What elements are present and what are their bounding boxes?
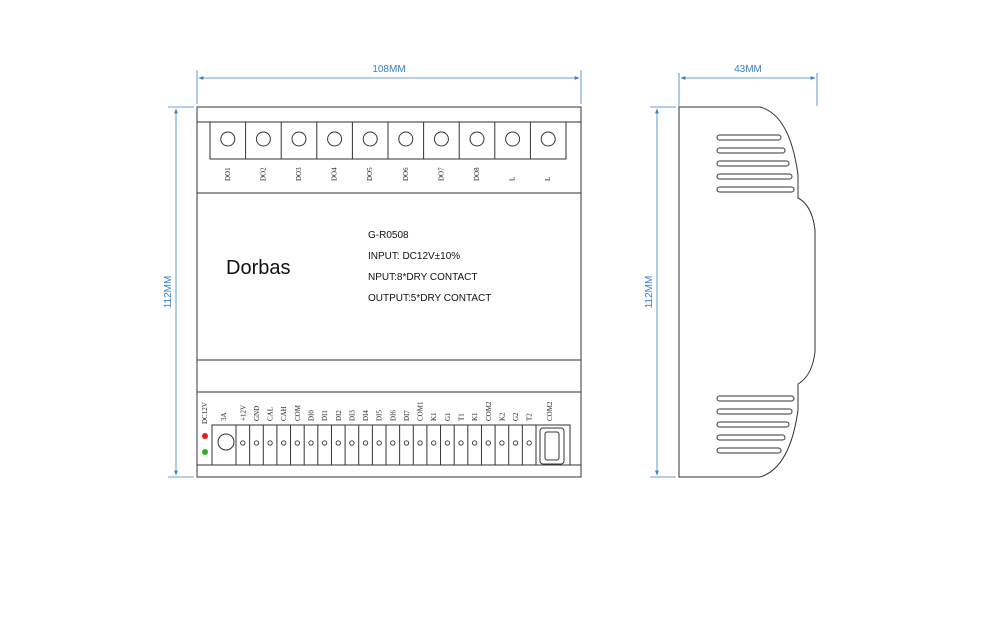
bottom-terminal-label: DI5 [376, 410, 384, 421]
bottom-terminal-label: DI7 [403, 410, 411, 421]
terminal-hole-icon [444, 440, 451, 446]
terminal-hole-icon [471, 440, 478, 446]
front-outline [196, 106, 582, 478]
bottom-terminal-label: K2 [498, 412, 506, 421]
bottom-terminal-label: CAH [280, 406, 288, 421]
lower-vent-fins [716, 395, 795, 454]
height-dimension: 112MM [163, 106, 194, 478]
terminal-hole-icon [431, 440, 437, 446]
com2-port-icon [539, 427, 565, 465]
terminal-hole-icon [512, 440, 519, 446]
red-led-icon [202, 433, 208, 439]
bottom-terminal-label: CAL [267, 407, 275, 421]
bottom-terminal-label: K1 [471, 412, 479, 421]
bottom-terminal-label: DI2 [335, 410, 343, 421]
top-terminal-label: DO8 [473, 167, 481, 181]
side-view [678, 106, 816, 478]
bottom-terminal-block [211, 424, 571, 466]
port-label: COM2 [546, 401, 554, 421]
terminal-hole-icon [417, 440, 423, 446]
bottom-terminals: +12V GND CAL CAH COM DI0 DI1 DI2 DI3 DI4 DI5 DI6 DI7… [235, 401, 537, 465]
side-height-dimension: 112MM [644, 106, 676, 478]
model-label: G-R0508 [368, 230, 409, 241]
top-terminal-label: DO5 [366, 167, 374, 181]
width-dimension: 108MM [196, 64, 582, 104]
input-spec: INPUT: DC12V±10% [368, 251, 460, 262]
bottom-terminal-label: T1 [458, 413, 466, 421]
terminal-screw-icon [327, 131, 343, 147]
top-terminal-label: L [509, 177, 517, 181]
terminal-screw-icon [469, 131, 485, 147]
depth-dimension: 43MM [678, 64, 818, 106]
brand-label: Dorbas [226, 257, 290, 279]
fuse-holder-icon [217, 433, 235, 451]
terminal-hole-icon [485, 440, 491, 446]
side-height-label: 112MM [644, 276, 655, 309]
bottom-terminal-label: +12V [239, 405, 247, 421]
terminal-hole-icon [458, 440, 464, 446]
side-outline [678, 106, 816, 478]
upper-vent-fins [716, 134, 795, 193]
width-label: 108MM [372, 64, 405, 75]
fuse-label: 3A [220, 412, 228, 421]
terminal-hole-icon [294, 440, 301, 446]
output-spec: OUTPUT:5*DRY CONTACT [368, 293, 491, 304]
terminal-screw-icon [255, 131, 271, 147]
bottom-terminal-label: DI0 [308, 410, 316, 421]
bottom-terminal-label: DI3 [348, 410, 356, 421]
terminal-hole-icon [362, 440, 369, 446]
terminal-screw-icon [398, 131, 414, 147]
depth-label: 43MM [734, 64, 762, 75]
terminal-screw-icon [505, 131, 521, 147]
top-terminal-label: DO6 [402, 167, 410, 181]
power-label: DC12V [201, 402, 209, 424]
bottom-terminal-label: T2 [526, 413, 534, 421]
top-terminal-label: DO3 [295, 167, 303, 181]
top-terminal-label: DO2 [259, 167, 267, 181]
terminal-hole-icon [390, 440, 396, 446]
top-terminal-label: DO4 [331, 167, 339, 181]
terminal-hole-icon [349, 440, 355, 446]
terminal-hole-icon [376, 440, 382, 446]
terminal-hole-icon [308, 440, 314, 446]
bottom-terminal-label: DI1 [321, 410, 329, 421]
top-terminal-label: L [544, 177, 552, 181]
terminal-hole-icon [499, 440, 505, 446]
bottom-terminal-label: G1 [444, 412, 452, 421]
height-label: 112MM [163, 276, 174, 309]
terminal-hole-icon [281, 440, 287, 446]
bottom-terminal-label: DI4 [362, 410, 370, 421]
bottom-terminal-label: G2 [512, 412, 520, 421]
terminal-screw-icon [220, 131, 236, 147]
terminal-hole-icon [267, 440, 273, 446]
terminal-hole-icon [253, 440, 260, 446]
bottom-terminal-label: COM1 [417, 401, 425, 421]
terminal-screw-icon [540, 131, 556, 147]
terminal-screw-icon [362, 131, 378, 147]
top-terminal-label: DO7 [437, 167, 445, 181]
terminal-screw-icon [291, 131, 307, 147]
terminal-hole-icon [240, 440, 246, 446]
nput-spec: NPUT:8*DRY CONTACT [368, 272, 477, 283]
bottom-terminal-label: DI6 [389, 410, 397, 421]
top-terminal-label: DO1 [224, 167, 232, 181]
green-led-icon [202, 449, 208, 455]
terminal-hole-icon [321, 440, 328, 446]
bottom-terminal-label: COM [294, 404, 302, 421]
bottom-terminal-label: K1 [430, 412, 438, 421]
terminal-hole-icon [403, 440, 410, 446]
bottom-terminal-label: GND [253, 406, 261, 421]
bottom-terminal-label: COM2 [485, 401, 493, 421]
terminal-hole-icon [526, 440, 532, 446]
terminal-screw-icon [433, 131, 449, 147]
terminal-hole-icon [335, 440, 341, 446]
